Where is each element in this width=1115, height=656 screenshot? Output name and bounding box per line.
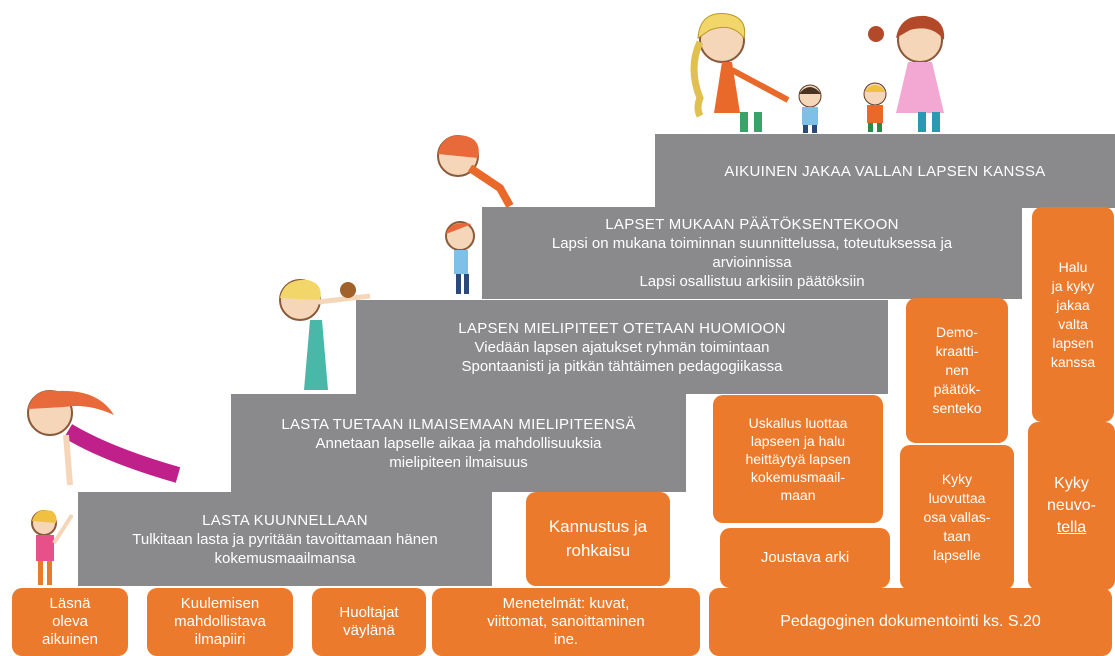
box-huoltajat-vaylana: Huoltajat väylänä bbox=[312, 588, 426, 656]
step-3-line-2: Spontaanisti ja pitkän tähtäimen pedagog… bbox=[461, 357, 783, 375]
step-5-title: AIKUINEN JAKAA VALLAN LAPSEN KANSSA bbox=[724, 162, 1046, 180]
illustration-child-step2 bbox=[27, 390, 181, 486]
kyky-neuvotella-line-3: tella bbox=[1056, 519, 1087, 536]
illustration-children-step4 bbox=[437, 135, 514, 294]
kyky-neuvotella-line-1: Kyky bbox=[1054, 475, 1089, 492]
step-4-line-3: Lapsi osallistuu arkisiin päätöksiin bbox=[639, 273, 865, 290]
box-halu-ja-kyky: Halu ja kyky jakaa valta lapsen kanssa bbox=[1032, 207, 1114, 422]
box-demokraattinen-paatoksenteko: Demo- kraatti- nen päätök- senteko bbox=[906, 298, 1008, 443]
step-4-line-2: arvioinnissa bbox=[712, 254, 792, 271]
box-pedagoginen-dokumentointi: Pedagoginen dokumentointi ks. S.20 bbox=[709, 588, 1112, 656]
illustration-family-top bbox=[690, 13, 945, 133]
box-lasna-oleva-aikuinen: Läsnä oleva aikuinen bbox=[12, 588, 128, 656]
step-1-line-2: kokemusmaailmansa bbox=[214, 549, 356, 567]
step-1: LASTA KUUNNELLAAN Tulkitaan lasta ja pyr… bbox=[78, 492, 492, 586]
step-2: LASTA TUETAAN ILMAISEMAAN MIELIPITEENSÄ … bbox=[231, 394, 686, 492]
step-3: LAPSEN MIELIPITEET OTETAAN HUOMIOON Vied… bbox=[356, 300, 888, 394]
step-1-line-1: Tulkitaan lasta ja pyritään tavoittamaan… bbox=[132, 530, 438, 548]
step-2-line-2: mielipiteen ilmaisuus bbox=[389, 453, 528, 471]
step-5: AIKUINEN JAKAA VALLAN LAPSEN KANSSA bbox=[655, 134, 1115, 208]
box-uskallus-luottaa: Uskallus luottaa lapseen ja halu heittäy… bbox=[713, 395, 883, 523]
box-kyky-neuvotella: Kyky neuvo- tella bbox=[1028, 422, 1115, 590]
kyky-neuvotella-line-2: neuvo- bbox=[1047, 497, 1096, 514]
step-3-title: LAPSEN MIELIPITEET OTETAAN HUOMIOON bbox=[458, 319, 786, 337]
box-kuulemisen-ilmapiiri: Kuulemisen mahdollistava ilmapiiri bbox=[147, 588, 293, 656]
step-4: LAPSET MUKAAN PÄÄTÖKSENTEKOON Lapsi on m… bbox=[482, 207, 1022, 299]
box-kyky-luovuttaa: Kyky luovuttaa osa vallas- taan lapselle bbox=[900, 445, 1014, 590]
step-4-title: LAPSET MUKAAN PÄÄTÖKSENTEKOON bbox=[605, 216, 899, 233]
box-kannustus-rohkaisu: Kannustus ja rohkaisu bbox=[526, 492, 670, 586]
box-joustava-arki: Joustava arki bbox=[720, 528, 890, 588]
illustration-small-child-step1 bbox=[31, 510, 74, 585]
step-4-line-1: Lapsi on mukana toiminnan suunnittelussa… bbox=[551, 235, 953, 252]
step-2-title: LASTA TUETAAN ILMAISEMAAN MIELIPITEENSÄ bbox=[281, 415, 636, 433]
step-2-line-1: Annetaan lapselle aikaa ja mahdollisuuks… bbox=[315, 434, 602, 452]
illustration-child-step3 bbox=[279, 279, 371, 390]
step-3-line-1: Viedään lapsen ajatukset ryhmän toiminta… bbox=[474, 338, 770, 356]
box-menetelmat: Menetelmät: kuvat, viittomat, sanoittami… bbox=[432, 588, 700, 656]
step-1-title: LASTA KUUNNELLAAN bbox=[202, 511, 368, 529]
